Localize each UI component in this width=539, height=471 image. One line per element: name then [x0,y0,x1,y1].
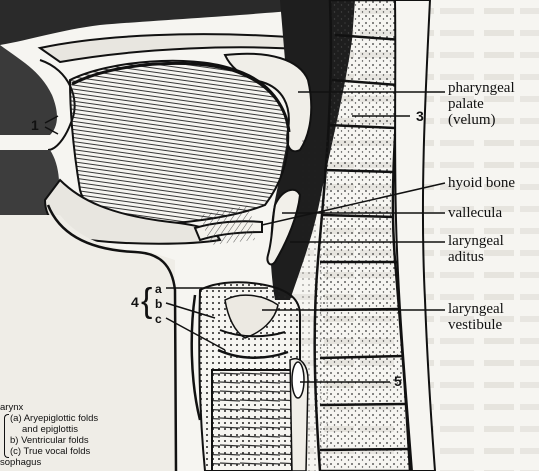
label-line: (velum) [448,112,515,128]
esophagus-lumen [292,362,304,398]
tongue [70,61,288,225]
label-laryngeal-aditus: laryngeal aditus [448,233,504,265]
label-line: palate [448,96,515,112]
number-5: 5 [394,373,402,389]
label-laryngeal-vestibule: laryngeal vestibule [448,301,504,333]
legend-footer: sophagus [0,457,98,468]
label-line: laryngeal [448,301,504,317]
label-line: pharyngeal [448,80,515,96]
legend-item-c: (c) True vocal folds [0,446,98,457]
sublabel-c: c [155,313,162,325]
number-4: 4 [131,294,139,310]
label-pharyngeal-palate: pharyngeal palate (velum) [448,80,515,128]
legend-item-a: (a) Aryepiglottic folds [0,413,98,424]
legend-item-a-cont: and epiglottis [0,424,98,435]
trachea [212,370,292,471]
label-line: laryngeal [448,233,504,249]
label-line: vestibule [448,317,504,333]
number-1: 1 [31,117,39,133]
sublabel-a: a [155,283,162,295]
sublabel-b: b [155,298,162,310]
legend: arynx (a) Aryepiglottic folds and epiglo… [0,402,98,468]
label-hyoid-bone: hyoid bone [448,175,515,191]
label-line: aditus [448,249,504,265]
brace-4: { [141,284,152,318]
label-vallecula: vallecula [448,205,502,221]
legend-brace [4,414,9,458]
number-3: 3 [416,108,424,124]
legend-heading: arynx [0,402,98,413]
legend-item-b: b) Ventricular folds [0,435,98,446]
